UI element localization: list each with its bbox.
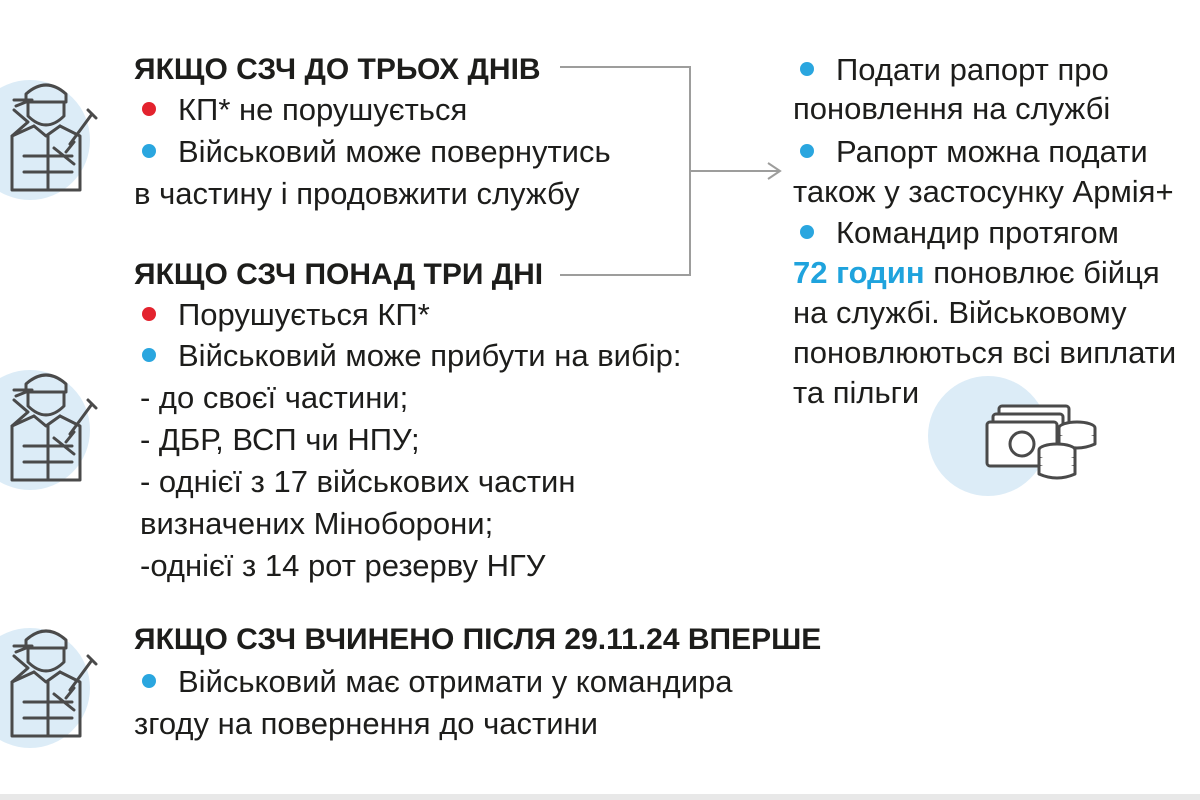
block2-option: - до своєї частини; bbox=[140, 380, 409, 415]
soldier-salute-icon bbox=[10, 373, 98, 482]
blue-bullet-icon bbox=[800, 224, 814, 239]
block2-item-2: Військовий може прибути на вибір: bbox=[142, 336, 682, 376]
block2-title: ЯКЩО СЗЧ ПОНАД ТРИ ДНІ bbox=[134, 258, 544, 291]
blue-bullet-icon bbox=[142, 143, 156, 158]
result-text: Подати рапорт про bbox=[836, 52, 1109, 87]
block2-option: - однієї з 17 військових частин bbox=[140, 464, 576, 499]
soldier-salute-icon bbox=[10, 83, 98, 192]
blue-bullet-icon bbox=[142, 347, 156, 362]
result-item-2: Рапорт можна подати bbox=[800, 132, 1148, 172]
block2-option: визначених Міноборони; bbox=[140, 506, 494, 541]
money-coins-icon bbox=[985, 404, 1097, 480]
result-item-1: Подати рапорт про bbox=[800, 50, 1109, 90]
result-text: поновлює бійця bbox=[924, 255, 1160, 290]
result-text: поновлюються всі виплати bbox=[793, 335, 1177, 370]
blue-bullet-icon bbox=[800, 61, 814, 76]
red-bullet-icon bbox=[142, 101, 156, 116]
block2-item-text: Військовий може прибути на вибір: bbox=[178, 338, 682, 373]
result-item-3: Командир протягом bbox=[800, 213, 1119, 253]
result-line: 72 годин поновлює бійця bbox=[793, 253, 1160, 293]
result-text: Командир протягом bbox=[836, 215, 1119, 250]
blue-bullet-icon bbox=[142, 673, 156, 688]
result-text: також у застосунку Армія+ bbox=[793, 174, 1174, 209]
block1-continuation: в частину і продовжити службу bbox=[134, 176, 580, 211]
block2-item-text: Порушується КП* bbox=[178, 297, 430, 332]
block2-option: - ДБР, ВСП чи НПУ; bbox=[140, 422, 420, 457]
block1-item-1: КП* не порушується bbox=[142, 90, 467, 130]
result-text: Рапорт можна подати bbox=[836, 134, 1148, 169]
block2-option: -однієї з 14 рот резерву НГУ bbox=[140, 548, 546, 583]
hours-highlight: 72 годин bbox=[793, 255, 925, 290]
block2-item-1: Порушується КП* bbox=[142, 295, 430, 335]
bottom-rule bbox=[0, 794, 1200, 800]
red-bullet-icon bbox=[142, 306, 156, 321]
result-text: та пільги bbox=[793, 375, 920, 410]
blue-bullet-icon bbox=[800, 143, 814, 158]
block1-item-text: КП* не порушується bbox=[178, 92, 468, 127]
block1-item-2: Військовий може повернутись bbox=[142, 132, 611, 172]
soldier-salute-icon bbox=[10, 629, 98, 738]
block1-item-text: Військовий може повернутись bbox=[178, 134, 611, 169]
result-text: поновлення на службі bbox=[793, 91, 1111, 126]
block1-title: ЯКЩО СЗЧ ДО ТРЬОХ ДНІВ bbox=[134, 53, 541, 86]
block3-title: ЯКЩО СЗЧ ВЧИНЕНО ПІСЛЯ 29.11.24 ВПЕРШЕ bbox=[134, 623, 822, 656]
block3-item-text: Військовий має отримати у командира bbox=[178, 664, 733, 699]
block3-item-1: Військовий має отримати у командира bbox=[142, 662, 733, 702]
result-text: на службі. Військовому bbox=[793, 295, 1127, 330]
block3-continuation: згоду на повернення до частини bbox=[134, 706, 598, 741]
